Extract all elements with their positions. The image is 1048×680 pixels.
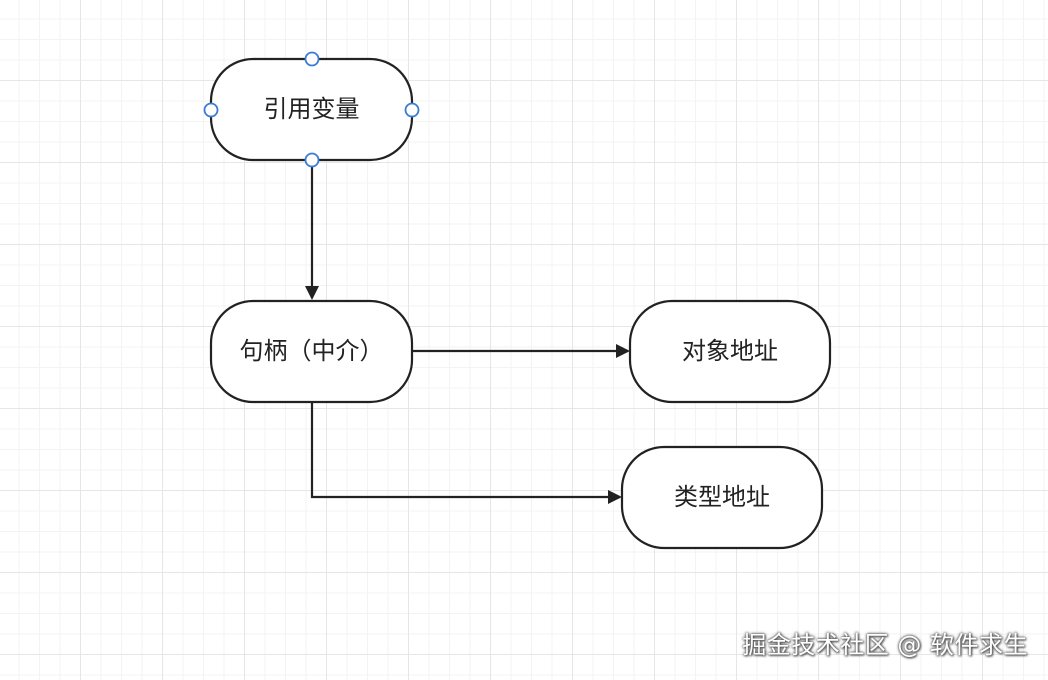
connection-handle-left[interactable] xyxy=(203,102,219,118)
node-object-address-label: 对象地址 xyxy=(682,337,778,365)
node-type-address[interactable]: 类型地址 xyxy=(620,445,824,550)
node-reference-variable-label: 引用变量 xyxy=(264,95,360,123)
watermark: 掘金技术社区 @ 软件求生 xyxy=(742,631,1028,659)
node-object-address[interactable]: 对象地址 xyxy=(628,299,832,404)
node-handle-label: 句柄（中介） xyxy=(240,337,384,365)
node-reference-variable[interactable]: 引用变量 xyxy=(203,51,420,168)
connection-handle-bottom[interactable] xyxy=(304,152,320,168)
edge-handle-to-type-address[interactable] xyxy=(310,402,622,504)
node-handle[interactable]: 句柄（中介） xyxy=(209,299,414,404)
connection-handle-top[interactable] xyxy=(304,51,320,67)
connection-handle-right[interactable] xyxy=(404,102,420,118)
node-type-address-label: 类型地址 xyxy=(674,483,770,511)
